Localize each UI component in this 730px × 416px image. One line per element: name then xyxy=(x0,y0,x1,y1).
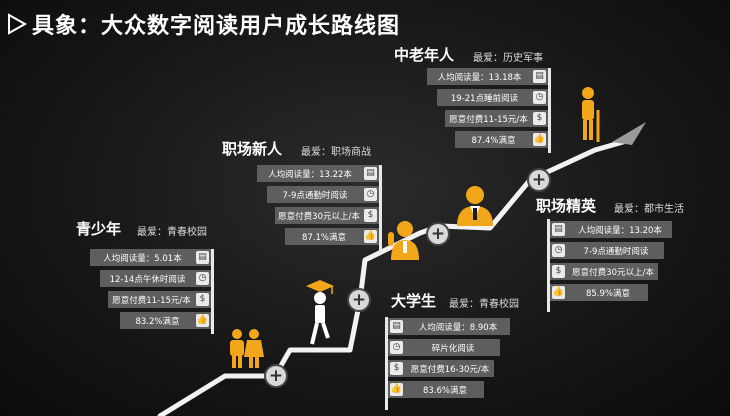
senior-figure-icon xyxy=(582,87,600,142)
stage-newcomer-fav: 最爱：职场商战 xyxy=(301,147,371,158)
thumbs-up-icon: 👍 xyxy=(364,230,377,243)
thumbs-up-icon: 👍 xyxy=(196,314,209,327)
stat-satisfaction: 87.1%满意👍 xyxy=(285,228,379,245)
stat-reading-volume: 人均阅读量：5.01本▤ xyxy=(90,249,211,266)
stat-satisfaction: 83.2%满意👍 xyxy=(120,312,211,329)
money-bag-icon: $ xyxy=(533,112,546,125)
newcomer-figure-icon xyxy=(388,221,419,260)
money-bag-icon: $ xyxy=(364,209,377,222)
card-bar xyxy=(547,219,550,312)
card-bar xyxy=(385,317,388,410)
stat-satisfaction: 👍83.6%满意 xyxy=(388,381,484,398)
stat-payment: 愿意付费11-15元/本$ xyxy=(445,110,548,127)
stage-teen-card: 人均阅读量：5.01本▤ 12-14点午休时阅读◷ 愿意付费11-15元/本$ … xyxy=(90,249,211,333)
card-bar xyxy=(548,68,551,153)
clock-icon: ◷ xyxy=(552,244,565,257)
thumbs-up-icon: 👍 xyxy=(390,383,403,396)
clock-icon: ◷ xyxy=(533,91,546,104)
stage-student-fav: 最爱：青春校园 xyxy=(449,299,519,310)
book-icon: ▤ xyxy=(196,251,209,264)
clock-icon: ◷ xyxy=(390,341,403,354)
kids-figure-icon xyxy=(230,329,264,368)
stat-satisfaction: 87.4%满意👍 xyxy=(455,131,548,148)
card-bar xyxy=(211,249,214,334)
stat-reading-time: 12-14点午休时阅读◷ xyxy=(100,270,211,287)
book-icon: ▤ xyxy=(364,167,377,180)
stat-reading-time: 7-9点通勤时阅读◷ xyxy=(267,186,379,203)
elite-figure-icon xyxy=(457,186,493,226)
stat-reading-time: ◷7-9点通勤时阅读 xyxy=(550,242,664,259)
arrow-head-icon xyxy=(612,122,646,145)
stage-teen-title: 青少年 xyxy=(76,220,122,238)
stage-student-title: 大学生 xyxy=(391,292,437,310)
stat-reading-volume: 人均阅读量：13.22本▤ xyxy=(257,165,379,182)
page-title: 具象：大众数字阅读用户成长路线图 xyxy=(6,8,400,40)
stat-reading-volume: ▤人均阅读量：8.90本 xyxy=(388,318,510,335)
book-icon: ▤ xyxy=(533,70,546,83)
clock-icon: ◷ xyxy=(196,272,209,285)
stat-reading-time: 19-21点睡前阅读◷ xyxy=(437,89,548,106)
stat-reading-time: ◷碎片化阅读 xyxy=(388,339,500,356)
stat-payment: $愿意付费30元以上/本 xyxy=(550,263,658,280)
plus-icon: + xyxy=(349,290,369,310)
money-bag-icon: $ xyxy=(552,265,565,278)
book-icon: ▤ xyxy=(390,320,403,333)
stat-payment: $愿意付费16-30元/本 xyxy=(388,360,494,377)
card-bar xyxy=(379,165,382,253)
plus-icon: + xyxy=(428,224,448,244)
money-bag-icon: $ xyxy=(196,293,209,306)
stage-elite-card: ▤人均阅读量：13.20本 ◷7-9点通勤时阅读 $愿意付费30元以上/本 👍8… xyxy=(550,221,672,305)
book-icon: ▤ xyxy=(552,223,565,236)
stage-senior-fav: 最爱：历史军事 xyxy=(473,53,543,64)
plus-icon: + xyxy=(266,366,286,386)
stat-payment: 愿意付费30元以上/本$ xyxy=(275,207,379,224)
stat-payment: 愿意付费11-15元/本$ xyxy=(108,291,211,308)
stat-reading-volume: ▤人均阅读量：13.20本 xyxy=(550,221,672,238)
play-triangle-icon xyxy=(8,13,28,35)
stage-student-card: ▤人均阅读量：8.90本 ◷碎片化阅读 $愿意付费16-30元/本 👍83.6%… xyxy=(388,318,510,402)
stage-senior-title: 中老年人 xyxy=(394,46,455,64)
stage-elite-fav: 最爱：都市生活 xyxy=(614,204,684,215)
stat-satisfaction: 👍85.9%满意 xyxy=(550,284,648,301)
stat-reading-volume: 人均阅读量：13.18本▤ xyxy=(427,68,548,85)
stage-teen-fav: 最爱：青春校园 xyxy=(137,227,207,238)
stage-newcomer-title: 职场新人 xyxy=(222,140,283,158)
clock-icon: ◷ xyxy=(364,188,377,201)
title-text: 具象：大众数字阅读用户成长路线图 xyxy=(32,14,401,39)
plus-icon: + xyxy=(529,170,549,190)
stage-elite-title: 职场精英 xyxy=(536,197,597,215)
stage-senior-card: 人均阅读量：13.18本▤ 19-21点睡前阅读◷ 愿意付费11-15元/本$ … xyxy=(427,68,548,152)
money-bag-icon: $ xyxy=(390,362,403,375)
graduate-figure-icon xyxy=(306,280,334,345)
thumbs-up-icon: 👍 xyxy=(533,133,546,146)
thumbs-up-icon: 👍 xyxy=(552,286,565,299)
stage-newcomer-card: 人均阅读量：13.22本▤ 7-9点通勤时阅读◷ 愿意付费30元以上/本$ 87… xyxy=(257,165,379,249)
